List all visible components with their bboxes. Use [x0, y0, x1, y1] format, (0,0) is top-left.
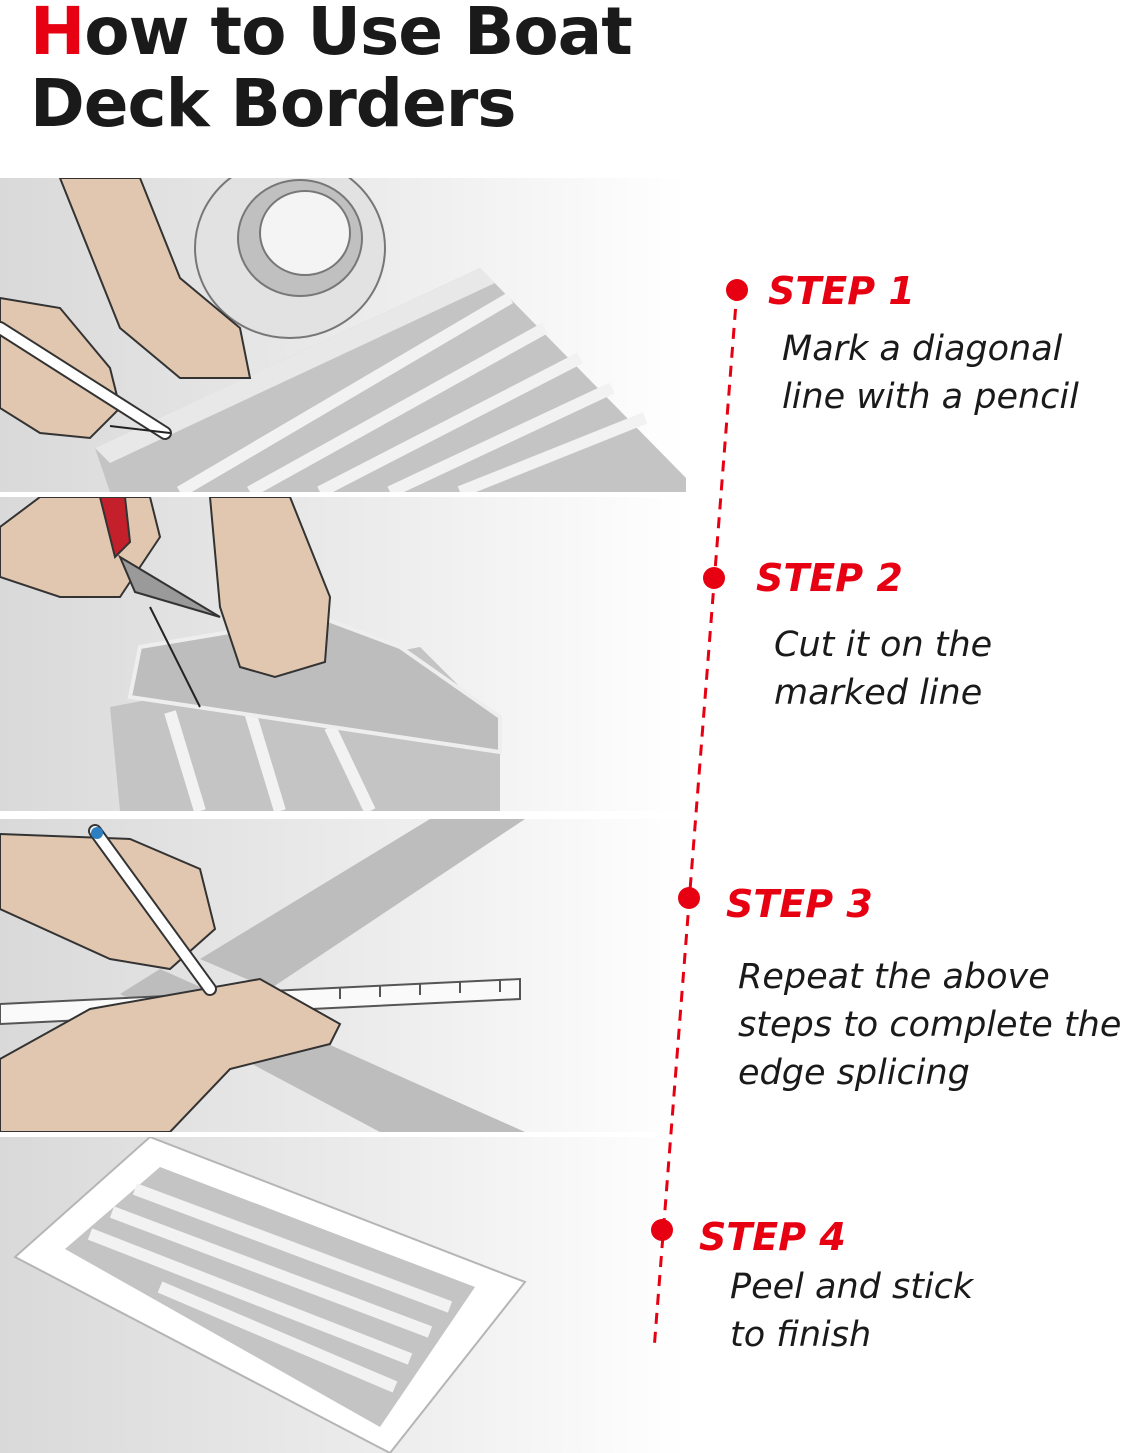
hands [0, 832, 342, 1132]
page-title: How to Use Boat Deck Borders [30, 0, 633, 142]
timeline-dashed-line [652, 289, 739, 1351]
step-3-illustration [0, 819, 686, 1132]
step-3-drawing [0, 819, 525, 1132]
title-line-1-text: ow to Use Boat [84, 0, 633, 70]
step-4-description: Peel and stick to finish [730, 1267, 974, 1355]
step-1-dot [726, 279, 748, 301]
step-1-drawing [0, 178, 686, 492]
step-3-dot [678, 887, 700, 909]
scissors [98, 497, 221, 618]
step-4-label: STEP 4 [699, 1215, 846, 1259]
step-4-illustration [0, 1137, 686, 1453]
tape-roll [194, 178, 386, 339]
title-line-2: Deck Borders [30, 65, 517, 142]
step-1-label: STEP 1 [768, 269, 915, 313]
step-2-description: Cut it on the marked line [774, 625, 993, 713]
step-2-dot [703, 567, 725, 589]
title-line-1: How to Use Boat [30, 0, 633, 70]
step-2-label: STEP 2 [756, 556, 903, 600]
step-1-description: Mark a diagonal line with a pencil [782, 329, 1079, 417]
step-1-illustration [0, 178, 686, 492]
step-2-illustration [0, 497, 686, 811]
step-3-description: Repeat the above steps to complete the e… [738, 957, 1122, 1093]
step-3-label: STEP 3 [726, 882, 873, 926]
step-4-dot [651, 1219, 673, 1241]
step-2-drawing [0, 497, 502, 811]
title-accent-letter: H [30, 0, 85, 70]
step-4-drawing [13, 1137, 527, 1453]
